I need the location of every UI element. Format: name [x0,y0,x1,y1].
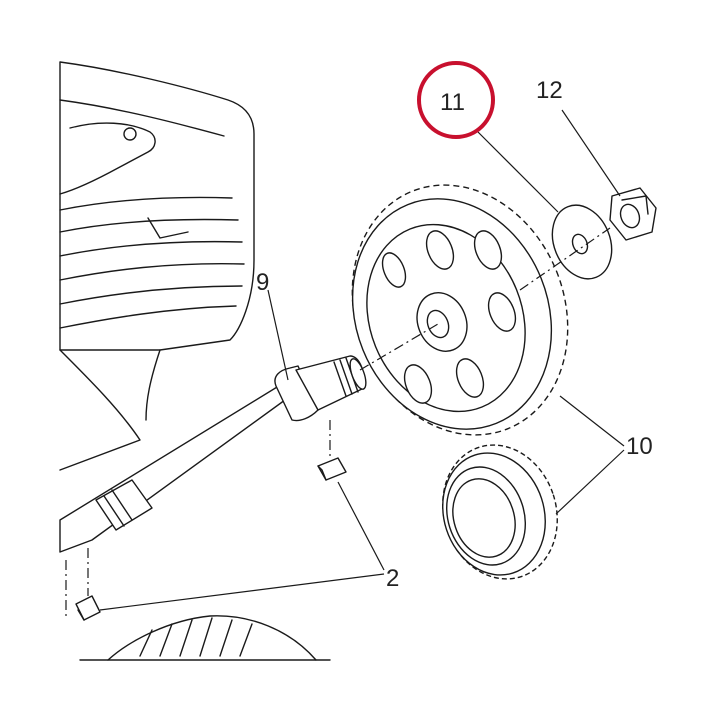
crankcase-fragment [79,615,331,661]
small-gear [442,444,558,580]
callout-9: 9 [256,269,269,296]
shaft [59,355,367,553]
callout-11: 11 [440,89,465,116]
leader-lines [99,109,625,611]
callout-12: 12 [536,77,563,104]
key-upper [317,457,347,481]
callout-2: 2 [386,565,399,592]
assembly-lines [65,227,611,620]
large-gear [351,184,569,436]
washer [551,204,613,280]
key-lower [75,595,101,621]
nut [609,187,657,241]
callout-10: 10 [626,433,653,460]
cylinder-block [59,61,255,471]
highlight-circle [417,61,495,139]
